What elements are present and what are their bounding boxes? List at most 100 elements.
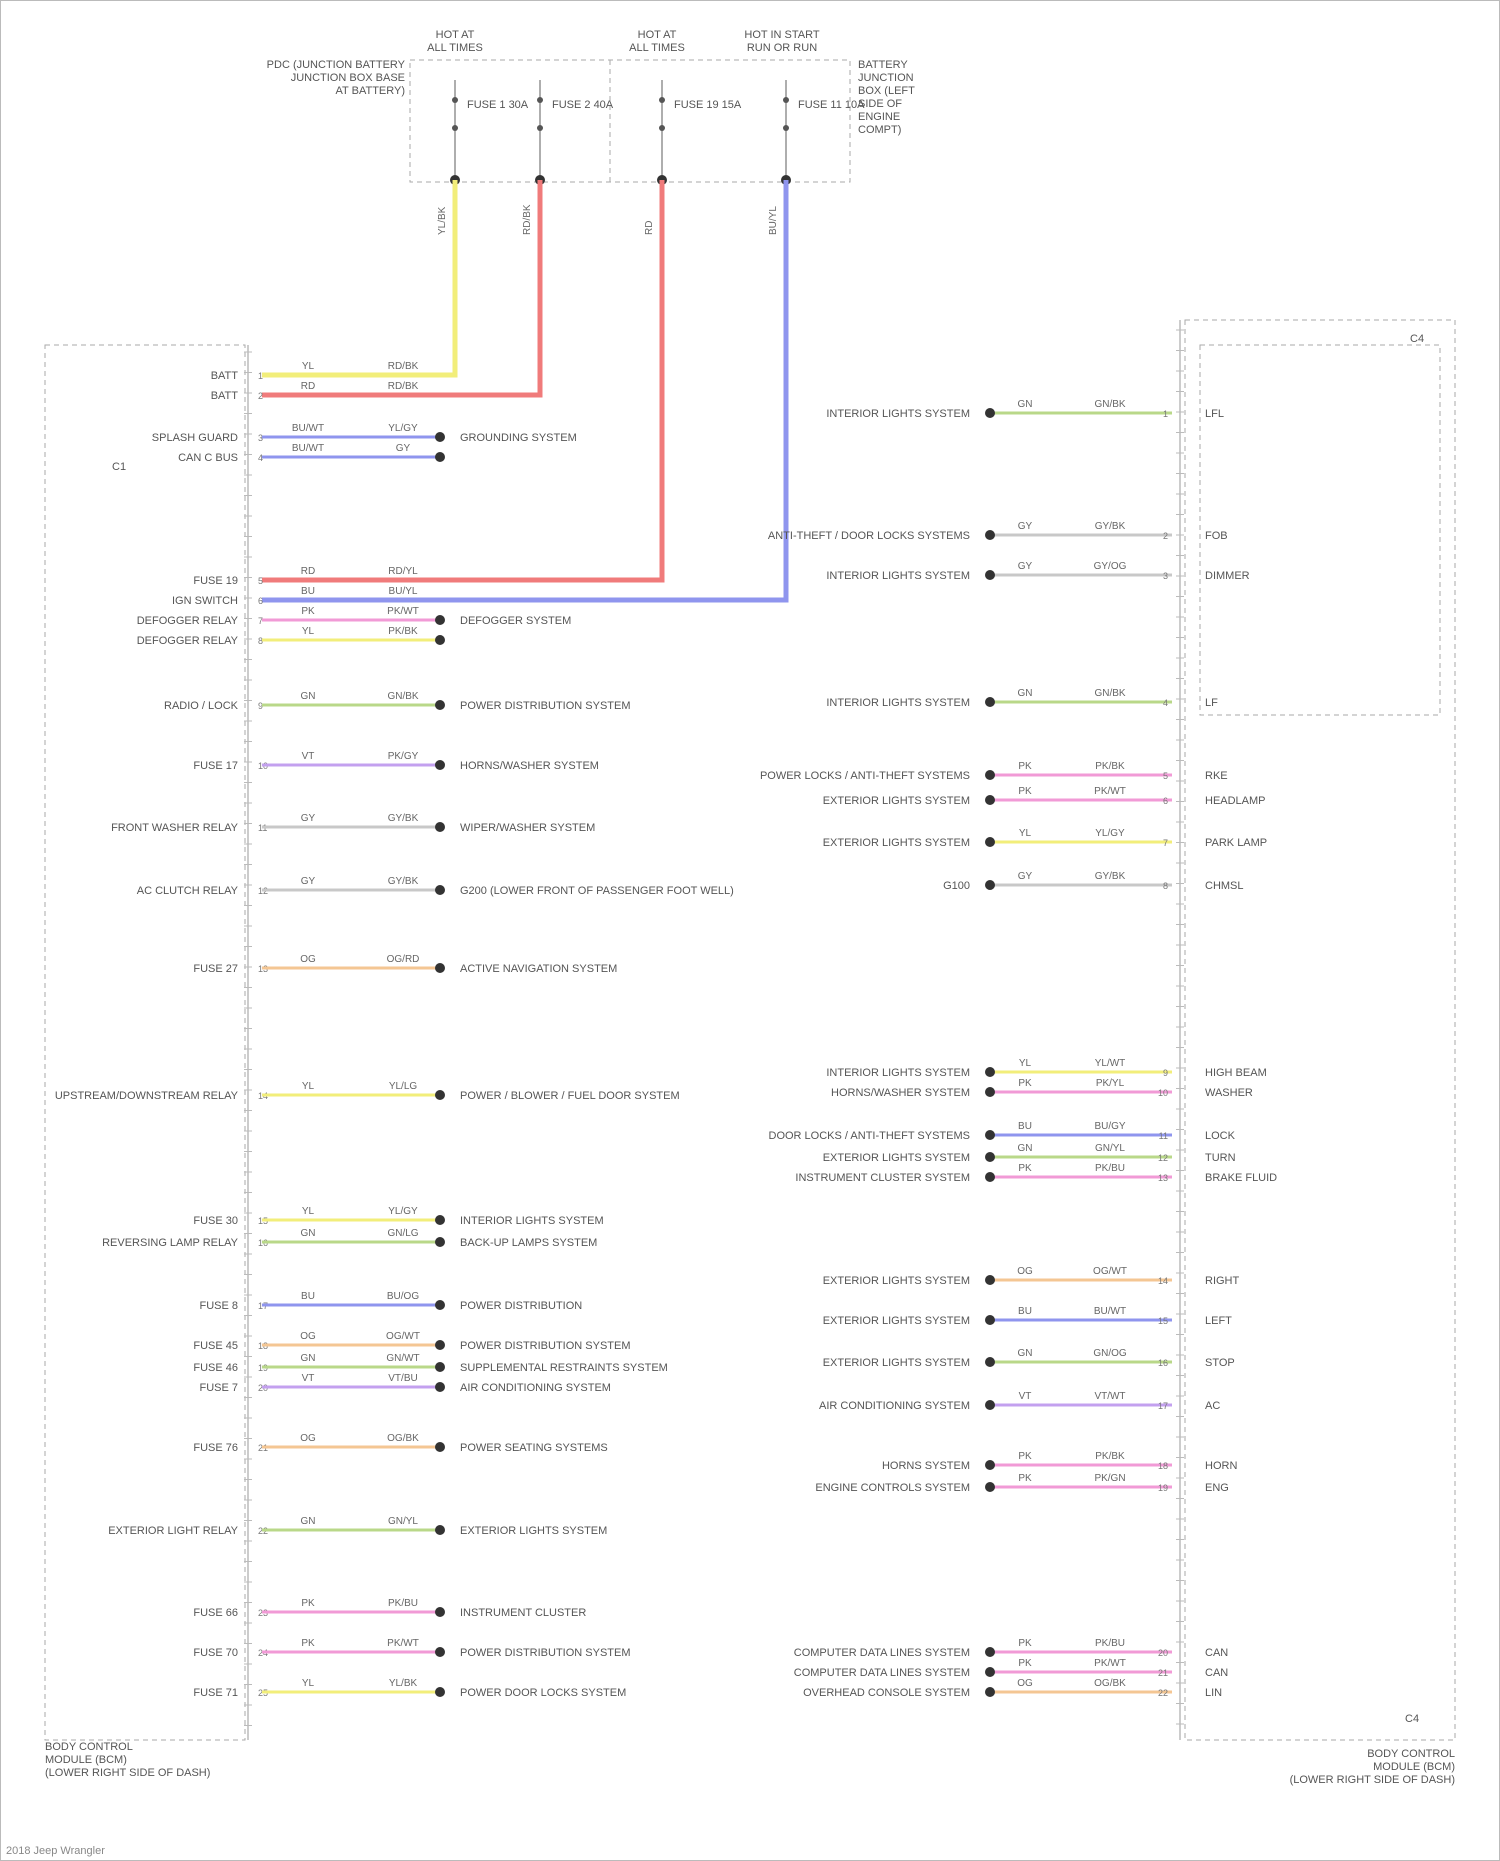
right-source-label: DOOR LOCKS / ANTI-THEFT SYSTEMS: [769, 1130, 971, 1142]
fuse-terminal: [659, 97, 665, 103]
wire-code-label: PK: [1018, 786, 1032, 797]
left-pin-label: FUSE 27: [193, 963, 238, 975]
wire-code-label: BU/YL: [768, 206, 779, 235]
wire-red-fuse19: [262, 180, 662, 580]
right-pin-number: 22: [1158, 1688, 1168, 1698]
wire-code-label: GN: [1018, 399, 1033, 410]
wire-code-label: PK: [1018, 1163, 1032, 1174]
wire-code-label: VT: [1019, 1391, 1032, 1402]
wire-code-label: PK/WT: [387, 606, 419, 617]
right-pin-number: 2: [1163, 531, 1168, 541]
right-source-label: OVERHEAD CONSOLE SYSTEM: [803, 1687, 970, 1699]
right-pin-label: STOP: [1205, 1357, 1235, 1369]
right-source-label: HORNS/WASHER SYSTEM: [831, 1087, 970, 1099]
left-connector-tag: C1: [112, 461, 126, 473]
fuse-label: FUSE 11 10A: [798, 99, 865, 111]
wire-code-label: OG: [300, 1433, 316, 1444]
right-splice-dot: [985, 880, 995, 890]
right-pin-label: LIN: [1205, 1687, 1222, 1699]
left-pin-label: FUSE 76: [193, 1442, 238, 1454]
left-destination-label: INTERIOR LIGHTS SYSTEM: [460, 1215, 604, 1227]
wire-code-label: PK: [301, 606, 315, 617]
left-pin-label: SPLASH GUARD: [152, 432, 238, 444]
right-source-label: EXTERIOR LIGHTS SYSTEM: [823, 1315, 970, 1327]
wire-code-label: OG: [1017, 1678, 1033, 1689]
wire-code-label: GN: [301, 691, 316, 702]
fuse-box-note: PDC (JUNCTION BATTERY: [267, 59, 406, 71]
left-destination-label: SUPPLEMENTAL RESTRAINTS SYSTEM: [460, 1362, 668, 1374]
left-pin-label: AC CLUTCH RELAY: [137, 885, 239, 897]
right-splice-dot: [985, 530, 995, 540]
right-splice-dot: [985, 408, 995, 418]
right-pin-label: LEFT: [1205, 1315, 1232, 1327]
fuse-terminal: [783, 97, 789, 103]
right-pin-number: 20: [1158, 1648, 1168, 1658]
wire-code-label: YL/GY: [388, 423, 418, 434]
right-pin-label: AC: [1205, 1400, 1220, 1412]
fuse-label: FUSE 19 15A: [674, 99, 742, 111]
left-pin-label: REVERSING LAMP RELAY: [102, 1237, 239, 1249]
right-pin-label: BRAKE FLUID: [1205, 1172, 1277, 1184]
wire-code-label: BU/OG: [387, 1291, 419, 1302]
wire-code-label: PK: [1018, 1078, 1032, 1089]
wire-code-label: BU: [301, 1291, 315, 1302]
left-pin-label: FUSE 70: [193, 1647, 238, 1659]
left-pin-label: FRONT WASHER RELAY: [111, 822, 239, 834]
left-pin-label: CAN C BUS: [178, 452, 238, 464]
wire-code-label: RD/BK: [522, 204, 533, 235]
right-source-label: EXTERIOR LIGHTS SYSTEM: [823, 1275, 970, 1287]
wire-code-label: YL: [302, 1081, 315, 1092]
left-pin-number: 1: [258, 371, 263, 381]
wire-code-label: PK: [1018, 761, 1032, 772]
left-destination-label: WIPER/WASHER SYSTEM: [460, 822, 595, 834]
left-splice-dot: [435, 1382, 445, 1392]
wire-code-label: VT/BU: [388, 1373, 417, 1384]
right-splice-dot: [985, 1667, 995, 1677]
right-pin-number: 17: [1158, 1401, 1168, 1411]
wire-code-label: GY/BK: [388, 876, 419, 887]
left-destination-label: POWER SEATING SYSTEMS: [460, 1442, 608, 1454]
right-pin-number: 8: [1163, 881, 1168, 891]
wire-code-label: OG/WT: [1093, 1266, 1127, 1277]
right-pin-label: CAN: [1205, 1667, 1228, 1679]
fuse-terminal: [783, 125, 789, 131]
right-connector-tag: C4: [1405, 1713, 1419, 1725]
fuse-terminal: [659, 125, 665, 131]
right-source-label: POWER LOCKS / ANTI-THEFT SYSTEMS: [760, 770, 970, 782]
wire-code-label: OG/RD: [387, 954, 420, 965]
right-source-label: HORNS SYSTEM: [882, 1460, 970, 1472]
wire-code-label: OG: [300, 954, 316, 965]
fuse-box-header-label: RUN OR RUN: [747, 42, 817, 54]
wire-code-label: GY: [301, 876, 316, 887]
left-pin-number: 5: [258, 576, 263, 586]
fuse-box-header-label: HOT IN START: [744, 29, 819, 41]
wire-code-label: YL/GY: [388, 1206, 418, 1217]
left-splice-dot: [435, 1340, 445, 1350]
wire-code-label: GY: [1018, 521, 1033, 532]
left-pin-label: BATT: [211, 370, 239, 382]
right-pin-number: 6: [1163, 796, 1168, 806]
fuse-box-header-label: HOT AT: [436, 29, 475, 41]
fuse-box-note: ENGINE: [858, 111, 900, 123]
left-splice-dot: [435, 700, 445, 710]
wire-code-label: GN/BK: [387, 691, 418, 702]
left-module-caption: BODY CONTROL: [45, 1741, 133, 1753]
left-splice-dot: [435, 635, 445, 645]
left-pin-label: FUSE 7: [199, 1382, 238, 1394]
wire-code-label: GN: [301, 1228, 316, 1239]
right-pin-number: 3: [1163, 571, 1168, 581]
right-pin-number: 15: [1158, 1316, 1168, 1326]
right-source-label: EXTERIOR LIGHTS SYSTEM: [823, 1357, 970, 1369]
right-source-label: ENGINE CONTROLS SYSTEM: [815, 1482, 970, 1494]
fuse-terminal: [452, 125, 458, 131]
right-splice-dot: [985, 1172, 995, 1182]
left-splice-dot: [435, 615, 445, 625]
left-pin-number: 6: [258, 596, 263, 606]
right-splice-dot: [985, 1647, 995, 1657]
right-source-label: ANTI-THEFT / DOOR LOCKS SYSTEMS: [768, 530, 970, 542]
left-pin-number: 2: [258, 391, 263, 401]
wire-code-label: GN/BK: [1094, 399, 1125, 410]
right-pin-number: 14: [1158, 1276, 1168, 1286]
right-pin-label: LF: [1205, 697, 1218, 709]
